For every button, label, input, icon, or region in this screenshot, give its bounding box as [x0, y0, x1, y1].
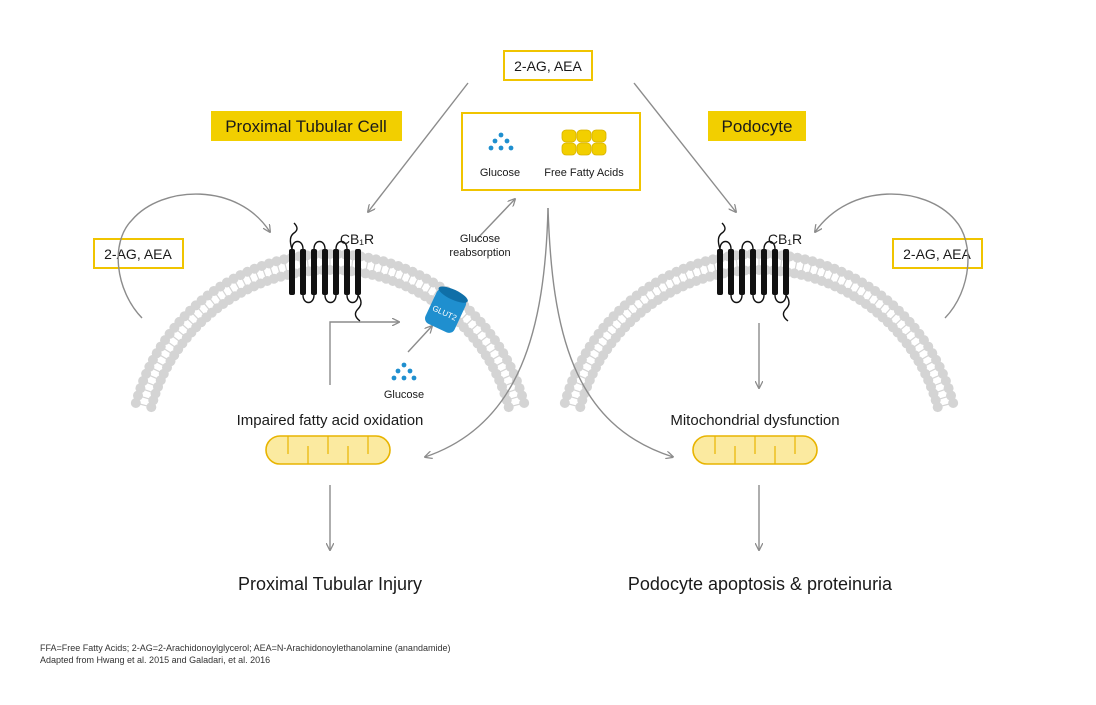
proximal-title-text: Proximal Tubular Cell [225, 117, 387, 136]
receptor-label-right: CB₁R [768, 231, 802, 247]
mitochondrion-right-icon [693, 436, 817, 464]
glucose-molecule-icon [392, 363, 417, 381]
ligand-box-right: 2-AG, AEA [893, 239, 982, 268]
left-process-label: Impaired fatty acid oxidation [237, 412, 424, 429]
substrate-key-box: Glucose Free Fatty Acids [462, 113, 640, 190]
arrow-receptor-to-glut2 [330, 322, 399, 385]
right-outcome-label: Podocyte apoptosis & proteinuria [628, 574, 893, 594]
footnote-source: Adapted from Hwang et al. 2015 and Galad… [40, 655, 270, 665]
receptor-label-left: CB₁R [340, 231, 374, 247]
ffa-key-label: Free Fatty Acids [544, 167, 624, 179]
arrow-ffa-to-podocyte [548, 208, 673, 457]
right-process-label: Mitochondrial dysfunction [670, 412, 839, 429]
reabsorption-label-line2: reabsorption [449, 247, 510, 259]
ligand-box-left: 2-AG, AEA [94, 239, 183, 268]
reabsorption-label-line1: Glucose [460, 233, 500, 245]
ligand-label-left: 2-AG, AEA [104, 246, 172, 262]
arrow-glucose-to-glut2 [408, 326, 432, 352]
ligand-box-top: 2-AG, AEA [504, 51, 592, 80]
ligand-label-right: 2-AG, AEA [903, 246, 971, 262]
arrow-ligand-to-podocyte [634, 83, 736, 212]
proximal-title: Proximal Tubular Cell [211, 111, 402, 141]
ligand-label-top: 2-AG, AEA [514, 58, 582, 74]
glucose-below-label: Glucose [384, 389, 424, 401]
arrow-ligand-to-proximal [368, 83, 468, 212]
left-outcome-label: Proximal Tubular Injury [238, 574, 422, 594]
podocyte-title-text: Podocyte [722, 117, 793, 136]
podocyte-title: Podocyte [708, 111, 806, 141]
footnote-abbreviations: FFA=Free Fatty Acids; 2-AG=2-Arachidonoy… [40, 643, 450, 653]
mitochondrion-left-icon [266, 436, 390, 464]
glucose-key-label: Glucose [480, 167, 520, 179]
